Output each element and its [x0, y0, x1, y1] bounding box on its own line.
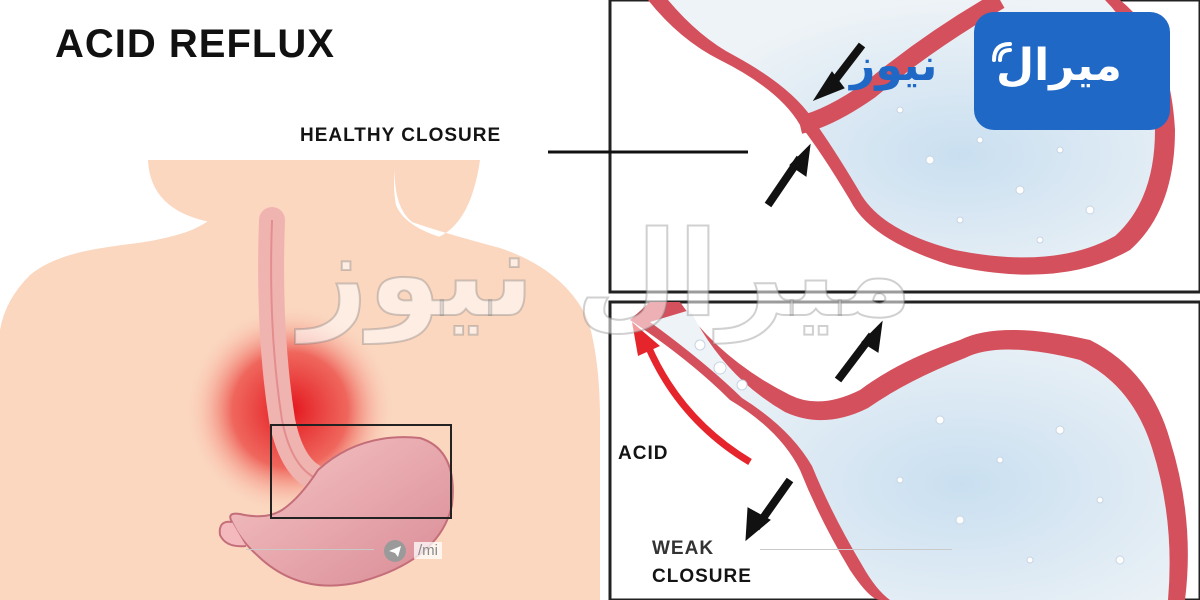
footer-link-text[interactable]: /mi — [414, 542, 442, 559]
acid-arrowhead — [632, 322, 660, 356]
weak-label: WEAK — [652, 538, 715, 559]
acid-label: ACID — [618, 443, 669, 464]
logo-main-text: ميرال — [996, 40, 1122, 91]
telegram-plane-glyph — [389, 546, 401, 557]
brand-logo: ميرال — [974, 12, 1170, 130]
footer-divider-right — [760, 549, 952, 550]
zoom-highlight-box — [270, 424, 452, 519]
closure-label: CLOSURE — [652, 566, 752, 587]
pressure-arrows — [745, 42, 883, 542]
acid-reflux-arrow — [644, 344, 752, 466]
telegram-icon[interactable] — [384, 540, 406, 562]
watermark-text: ميرال نيوز — [299, 204, 913, 344]
logo-secondary-text: نيوز — [850, 40, 938, 91]
footer-divider-left — [246, 549, 374, 550]
signal-icon — [992, 42, 1012, 62]
healthy-closure-label: HEALTHY CLOSURE — [300, 125, 502, 146]
page-title: ACID REFLUX — [55, 22, 335, 66]
